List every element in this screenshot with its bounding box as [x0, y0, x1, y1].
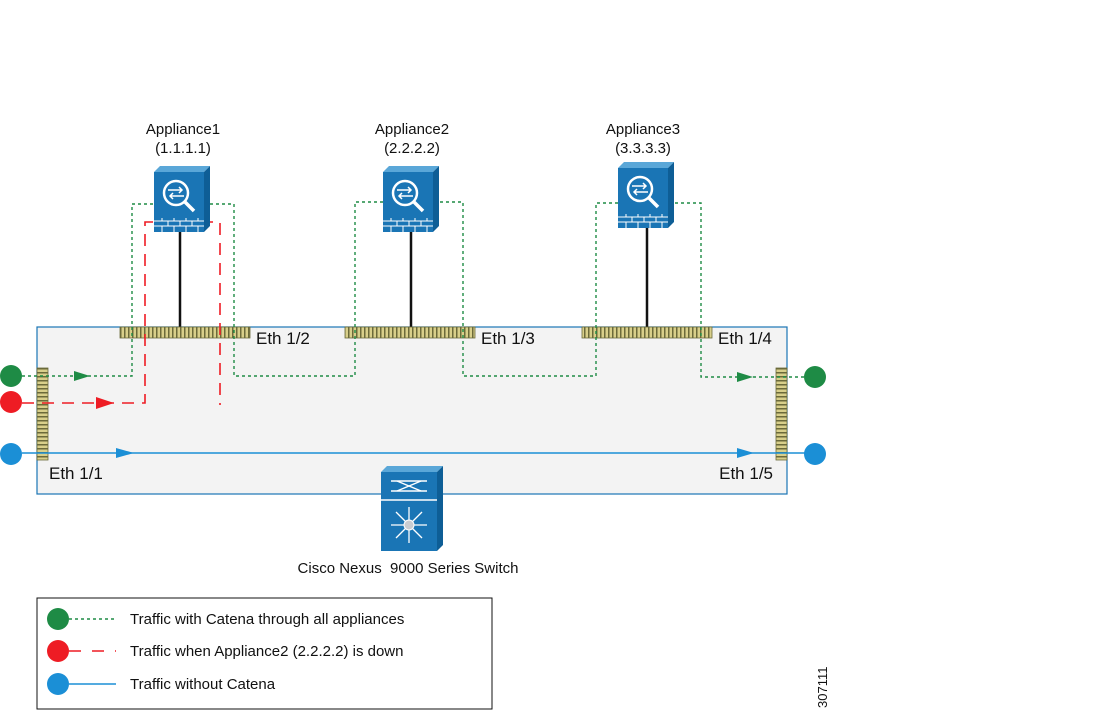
legend-red-dot [47, 640, 69, 662]
appliance2-icon [383, 166, 439, 232]
port-eth1-5 [775, 367, 788, 461]
switch-caption: Cisco Nexus 9000 Series Switch [298, 560, 519, 577]
appliance3-name: Appliance3 [606, 121, 680, 138]
green-endpoint-right [804, 366, 826, 388]
green-arrow-out [737, 372, 753, 382]
green-traffic-path [22, 201, 805, 378]
blue-endpoint-left [0, 443, 22, 465]
appliance1-ip: (1.1.1.1) [155, 140, 211, 157]
port-eth1-2 [119, 326, 251, 339]
legend-blue-label: Traffic without Catena [130, 676, 276, 693]
legend-blue-dot [47, 673, 69, 695]
green-arrow-in [74, 371, 90, 381]
appliance2-ip: (2.2.2.2) [384, 140, 440, 157]
port-label-eth1-3: Eth 1/3 [481, 329, 535, 348]
appliance1-name: Appliance1 [146, 121, 220, 138]
appliance1-icon [154, 166, 210, 232]
red-arrow [96, 397, 114, 409]
blue-arrow-in [116, 448, 134, 458]
port-eth1-4 [581, 326, 713, 339]
figure-id: 307111 [815, 667, 830, 708]
appliance3-ip: (3.3.3.3) [615, 140, 671, 157]
legend-box [36, 597, 493, 710]
legend-green-dot [47, 608, 69, 630]
blue-endpoint-right [804, 443, 826, 465]
green-endpoint-left [0, 365, 22, 387]
nexus-switch-icon [381, 466, 443, 551]
port-label-eth1-1: Eth 1/1 [49, 464, 103, 483]
port-eth1-1 [36, 367, 49, 461]
port-label-eth1-5: Eth 1/5 [719, 464, 773, 483]
port-label-eth1-4: Eth 1/4 [718, 329, 772, 348]
appliance2-name: Appliance2 [375, 121, 449, 138]
port-label-eth1-2: Eth 1/2 [256, 329, 310, 348]
red-endpoint-left [0, 391, 22, 413]
port-eth1-3 [344, 326, 476, 339]
appliance3-icon [618, 162, 674, 228]
blue-arrow-out [737, 448, 754, 458]
legend-green-label: Traffic with Catena through all applianc… [130, 611, 404, 628]
legend-red-label: Traffic when Appliance2 (2.2.2.2) is dow… [130, 643, 404, 660]
